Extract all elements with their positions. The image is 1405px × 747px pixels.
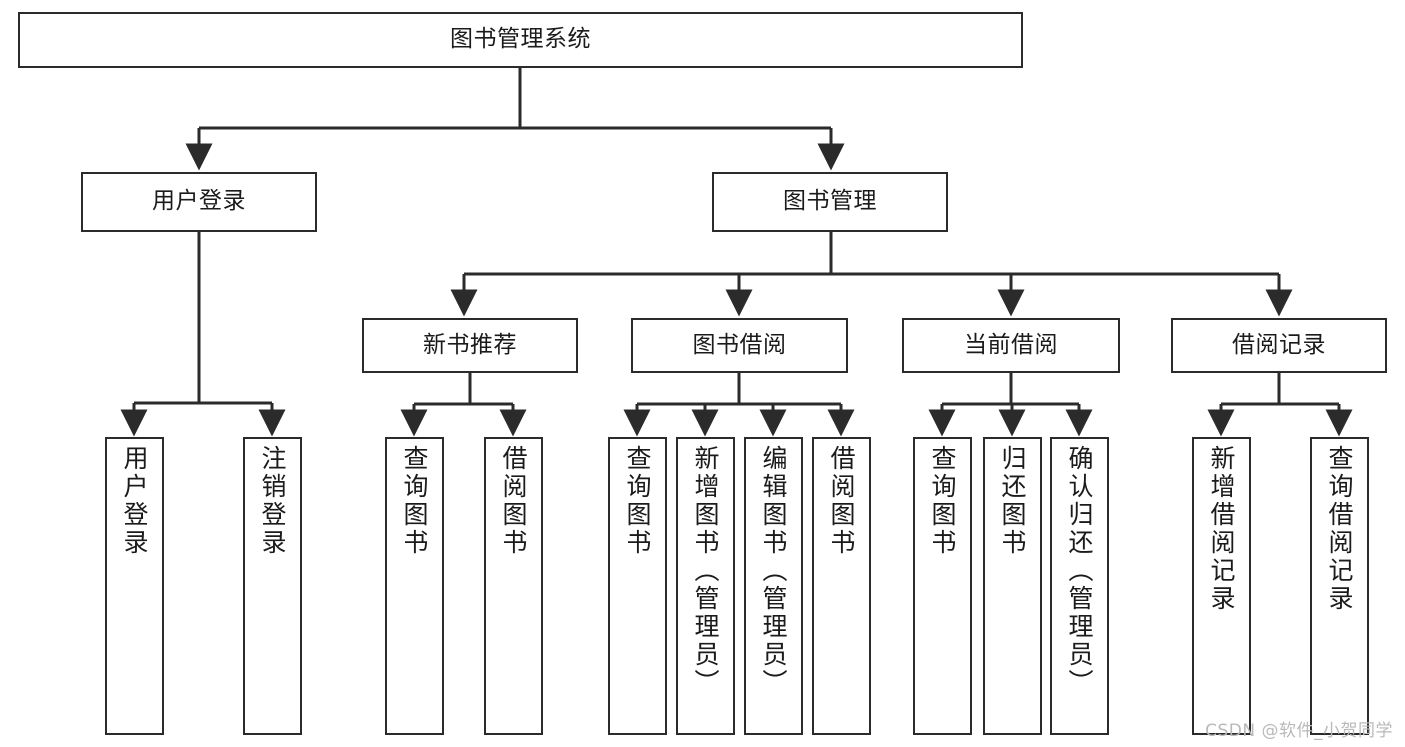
node-leaf-borrow-book[interactable]: 借阅图书 <box>812 437 871 735</box>
node-leaf-borrow-book-recommend-label: 借阅图书 <box>499 445 528 557</box>
node-leaf-query-book-borrow[interactable]: 查询图书 <box>608 437 667 735</box>
node-user-login[interactable]: 用户登录 <box>81 172 317 232</box>
node-leaf-user-login[interactable]: 用户登录 <box>105 437 164 735</box>
node-leaf-query-book-current-label: 查询图书 <box>928 445 957 557</box>
node-leaf-confirm-return-admin-label: 确认归还（管理员） <box>1065 445 1094 697</box>
node-leaf-return-book-label: 归还图书 <box>998 445 1027 557</box>
node-book-borrow[interactable]: 图书借阅 <box>631 318 848 373</box>
node-book-management[interactable]: 图书管理 <box>712 172 948 232</box>
node-leaf-add-book-admin[interactable]: 新增图书（管理员） <box>676 437 735 735</box>
node-leaf-query-book-recommend[interactable]: 查询图书 <box>385 437 444 735</box>
node-leaf-edit-book-admin[interactable]: 编辑图书（管理员） <box>744 437 803 735</box>
node-leaf-query-borrow-record-label: 查询借阅记录 <box>1325 445 1354 613</box>
node-borrow-record-label: 借阅记录 <box>1232 331 1326 358</box>
node-leaf-borrow-book-label: 借阅图书 <box>827 445 856 557</box>
node-leaf-query-book-current[interactable]: 查询图书 <box>913 437 972 735</box>
node-book-borrow-label: 图书借阅 <box>692 331 787 358</box>
node-borrow-record[interactable]: 借阅记录 <box>1171 318 1387 373</box>
node-leaf-logout[interactable]: 注销登录 <box>243 437 302 735</box>
node-root[interactable]: 图书管理系统 <box>18 12 1023 68</box>
node-leaf-add-borrow-record-label: 新增借阅记录 <box>1207 445 1236 613</box>
node-new-book-recommend-label: 新书推荐 <box>423 331 517 358</box>
node-leaf-edit-book-admin-label: 编辑图书（管理员） <box>759 445 788 697</box>
node-leaf-add-book-admin-label: 新增图书（管理员） <box>691 445 720 697</box>
node-leaf-borrow-book-recommend[interactable]: 借阅图书 <box>484 437 543 735</box>
node-leaf-logout-label: 注销登录 <box>258 445 287 557</box>
node-current-borrow[interactable]: 当前借阅 <box>902 318 1120 373</box>
node-leaf-query-book-borrow-label: 查询图书 <box>623 445 652 557</box>
node-leaf-user-login-label: 用户登录 <box>120 445 149 557</box>
node-leaf-add-borrow-record[interactable]: 新增借阅记录 <box>1192 437 1251 735</box>
node-leaf-query-borrow-record[interactable]: 查询借阅记录 <box>1310 437 1369 735</box>
node-current-borrow-label: 当前借阅 <box>964 331 1058 358</box>
watermark-text: CSDN @软件_小贺同学 <box>1205 721 1393 741</box>
node-root-label: 图书管理系统 <box>450 26 591 53</box>
node-leaf-confirm-return-admin[interactable]: 确认归还（管理员） <box>1050 437 1109 735</box>
node-user-login-label: 用户登录 <box>152 188 246 215</box>
node-new-book-recommend[interactable]: 新书推荐 <box>362 318 578 373</box>
node-book-management-label: 图书管理 <box>783 188 877 215</box>
node-leaf-query-book-recommend-label: 查询图书 <box>400 445 429 557</box>
node-leaf-return-book[interactable]: 归还图书 <box>983 437 1042 735</box>
